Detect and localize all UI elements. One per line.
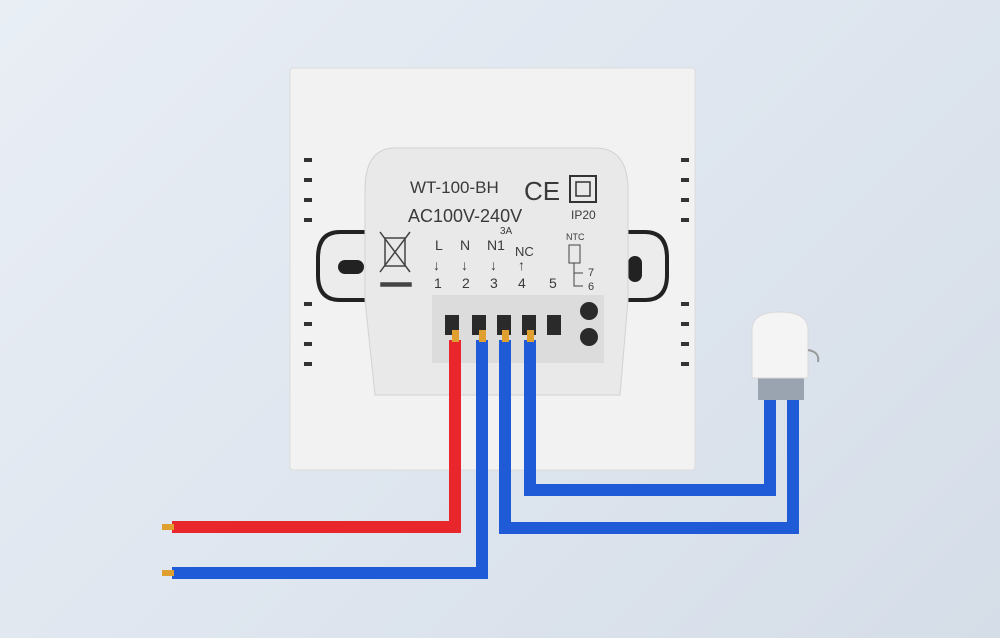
ntc-terminal-7: 7 xyxy=(588,267,594,279)
actuator-wire-n1 xyxy=(499,340,799,534)
terminal-2: N ↓ 2 xyxy=(460,237,470,291)
terminal-name: NC xyxy=(515,244,534,259)
terminal-name: L xyxy=(435,237,443,253)
terminal-arrow: ↓ xyxy=(490,257,497,273)
terminal-number: 1 xyxy=(434,275,442,291)
current-rating: 3A xyxy=(500,226,513,237)
terminal-name: N1 xyxy=(487,237,505,253)
terminal-3: N1 ↓ 3 xyxy=(487,237,505,291)
live-wire xyxy=(172,340,461,533)
ntc-screw-6 xyxy=(580,328,598,346)
terminal-arrow: ↑ xyxy=(518,257,525,273)
terminal-name: N xyxy=(460,237,470,253)
terminal-1: L ↓ 1 xyxy=(433,237,443,291)
screw-slot-left xyxy=(338,260,364,274)
terminal-number: 2 xyxy=(462,275,470,291)
terminal-arrow: ↓ xyxy=(461,257,468,273)
vent-slots-right xyxy=(681,158,689,366)
voltage-label: AC100V-240V xyxy=(408,206,522,226)
model-label: WT-100-BH xyxy=(410,178,499,197)
thermal-actuator xyxy=(751,311,820,400)
terminal-arrow: ↓ xyxy=(433,257,440,273)
terminal-number: 3 xyxy=(490,275,498,291)
actuator-wire-nc xyxy=(524,340,776,496)
ce-mark: CE xyxy=(524,176,560,206)
neutral-wire xyxy=(172,340,488,579)
weee-bin-icon xyxy=(379,231,412,287)
ntc-label: NTC xyxy=(566,232,585,242)
terminal-number: 4 xyxy=(518,275,526,291)
terminal-number: 5 xyxy=(549,275,557,291)
screw-slot-right xyxy=(628,256,642,282)
terminal-5: 5 xyxy=(549,275,557,291)
wire-ends xyxy=(162,330,534,576)
ntc-sensor-symbol xyxy=(568,244,583,287)
terminal-clamps xyxy=(445,315,561,335)
terminal-4: NC ↑ 4 xyxy=(515,244,534,291)
double-insulation-icon xyxy=(569,175,597,203)
ntc-screw-7 xyxy=(580,302,598,320)
vent-slots-left xyxy=(304,158,312,366)
ip-rating: IP20 xyxy=(571,208,596,222)
ntc-terminal-6: 6 xyxy=(588,281,594,293)
double-insulation-inner xyxy=(575,181,591,197)
